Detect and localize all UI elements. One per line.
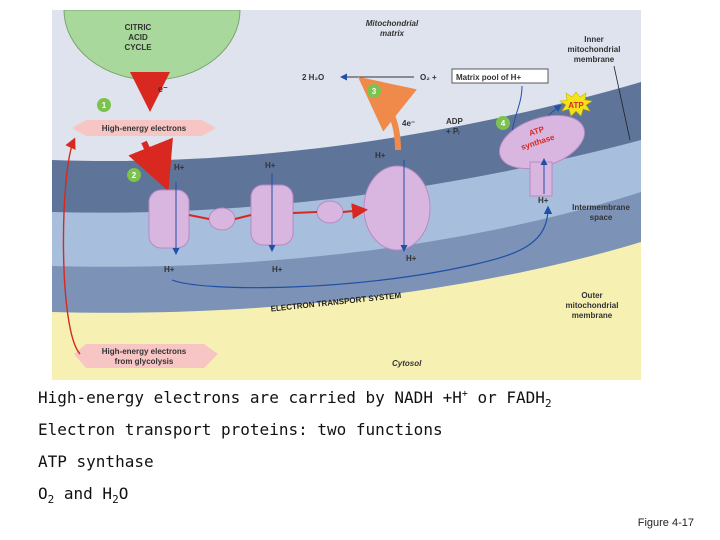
citric-acid-label-2: ACID	[128, 33, 148, 42]
h-plus-space-1: H+	[164, 265, 175, 274]
inner-membrane-label-3: membrane	[574, 55, 615, 64]
caption-4-end: O	[118, 484, 129, 503]
four-e-label: 4e⁻	[402, 119, 415, 128]
pi-label: + Pᵢ	[446, 127, 459, 136]
mobile-carrier-1	[208, 207, 236, 231]
caption-line-4: O2 and H2O	[38, 484, 128, 506]
cytosol-label: Cytosol	[392, 359, 422, 368]
step-4-number: 4	[501, 119, 506, 128]
inner-membrane-pointer	[613, 65, 631, 141]
atp-synthase-stalk	[529, 161, 553, 197]
atp-star	[559, 91, 593, 117]
step-2-number: 2	[132, 171, 137, 180]
e-minus-label: e⁻	[158, 84, 168, 94]
caption-line-2: Electron transport proteins: two functio…	[38, 420, 443, 439]
caption-4-o: O	[38, 484, 48, 503]
h-plus-matrix-2: H+	[265, 161, 276, 170]
caption-4-o-sub: 2	[47, 493, 55, 507]
step-4-badge	[496, 116, 510, 130]
caption-1-sup: +	[461, 388, 468, 400]
transport-protein-3	[363, 165, 431, 251]
electron-path	[188, 210, 364, 219]
matrix-pool-label: Matrix pool of H+	[456, 73, 521, 82]
intermembrane-space	[52, 138, 641, 267]
high-energy-electrons-band	[72, 120, 216, 136]
citric-acid-label-3: CYCLE	[124, 43, 152, 52]
inner-membrane-label-1: Inner	[584, 35, 604, 44]
mobile-carrier-2	[316, 200, 344, 224]
step-3-number: 3	[372, 87, 377, 96]
inner-membrane-label-2: mitochondrial	[568, 45, 621, 54]
matrix-pool-box	[451, 68, 549, 84]
outer-membrane-label-2: mitochondrial	[566, 301, 619, 310]
inner-membrane	[52, 82, 641, 213]
caption-1-mid: or FADH	[467, 388, 545, 407]
glycolysis-arrow	[62, 137, 81, 355]
adp-label: ADP	[446, 117, 464, 126]
caption-4-h-sub: 2	[112, 493, 119, 507]
figure-label: Figure 4-17	[637, 517, 694, 529]
caption-4-and: and H	[54, 484, 113, 503]
glycolysis-band	[74, 344, 218, 368]
h-plus-matrix-3: H+	[375, 151, 386, 160]
outer-membrane-label-1: Outer	[581, 291, 602, 300]
outer-membrane	[52, 190, 641, 313]
mitochondrial-matrix-label-2: matrix	[380, 29, 405, 38]
proton-return-path	[171, 205, 553, 289]
glycolysis-label-2: from glycolysis	[115, 357, 174, 366]
h-plus-matrix-1: H+	[174, 163, 185, 172]
atp-label: ATP	[568, 101, 584, 110]
h-plus-space-2: H+	[272, 265, 283, 274]
transport-protein-1	[148, 189, 190, 249]
electrons-to-protein-arrow	[128, 137, 173, 192]
outer-membrane-label-3: membrane	[572, 311, 613, 320]
glycolysis-label-1: High-energy electrons	[102, 347, 187, 356]
h-plus-space-4: H+	[538, 196, 549, 205]
mitochondrial-matrix-label-1: Mitochondrial	[366, 19, 419, 28]
citric-acid-label-1: CITRIC	[125, 23, 152, 32]
intermembrane-space-label-2: space	[590, 213, 613, 222]
intermembrane-space-label-1: Intermembrane	[572, 203, 630, 212]
caption-line-1: High-energy electrons are carried by NAD…	[38, 388, 552, 410]
oxygen-label: O₂ +	[420, 73, 437, 82]
caption-1-sub: 2	[544, 397, 552, 411]
caption-line-3: ATP synthase	[38, 452, 154, 471]
electron-transport-diagram: CITRIC ACID CYCLE e⁻ Mitochondrial matri…	[52, 10, 641, 380]
water-label: 2 H₂O	[302, 73, 324, 82]
caption-1-text: High-energy electrons are carried by NAD…	[38, 388, 462, 407]
step-3-badge	[367, 84, 381, 98]
step-1-number: 1	[102, 101, 107, 110]
h-plus-space-3: H+	[406, 254, 417, 263]
high-energy-electrons-label: High-energy electrons	[102, 124, 187, 133]
step-1-badge	[97, 98, 111, 112]
